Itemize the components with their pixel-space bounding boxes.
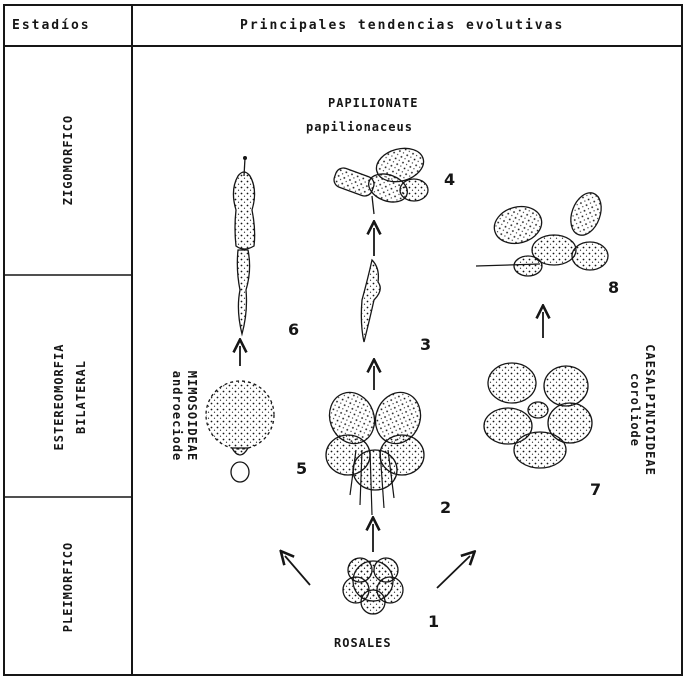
mimosoideae-spike-drawing	[233, 172, 254, 334]
papilionate-flower-drawing	[332, 143, 428, 207]
label-mimosoideae-name: MIMOSOIDEAE	[184, 326, 199, 506]
label-papilionate: PAPILIONATE	[328, 96, 418, 110]
caesalpinioideae-branch-drawing	[490, 189, 608, 276]
keel-drawing	[361, 260, 380, 342]
label-androeciode: androeciode	[169, 326, 184, 506]
number-8: 8	[608, 278, 619, 297]
label-mimosoideae: MIMOSOIDEAE androeciode	[169, 326, 199, 506]
label-caesalpinioideae-name: CAESALPINIOIDEAE	[642, 300, 657, 520]
stage-estereomorfia-bilateral: ESTEREOMORFIA BILATERAL	[48, 287, 92, 507]
rosales-flower-drawing	[343, 558, 403, 614]
stage-pleimorfico: PLEIMORFICO	[61, 527, 75, 647]
number-2: 2	[440, 498, 451, 517]
flower-2-drawing	[322, 386, 427, 490]
number-6: 6	[288, 320, 299, 339]
label-caesalpinioideae: CAESALPINIOIDEAE coroliode	[627, 300, 657, 520]
arrow-1-to-7	[437, 556, 470, 588]
number-4: 4	[444, 170, 455, 189]
stage-zigomorfico: ZIGOMORFICO	[61, 100, 75, 220]
label-papilionaceus: papilionaceus	[306, 120, 413, 134]
mimosoideae-flower-drawing	[206, 381, 274, 482]
number-1: 1	[428, 612, 439, 631]
tendencies-column-header: Principales tendencias evolutivas	[240, 18, 564, 33]
number-5: 5	[296, 459, 307, 478]
label-coroliode: coroliode	[627, 300, 642, 520]
number-7: 7	[590, 480, 601, 499]
label-rosales: ROSALES	[334, 636, 392, 650]
arrow-1-to-5	[285, 556, 310, 585]
number-3: 3	[420, 335, 431, 354]
stages-column-header: Estadíos	[12, 18, 91, 33]
stage-estereomorfia-bilateral-label: ESTEREOMORFIA BILATERAL	[48, 332, 92, 462]
caesalpinioideae-flower-drawing	[484, 363, 592, 468]
